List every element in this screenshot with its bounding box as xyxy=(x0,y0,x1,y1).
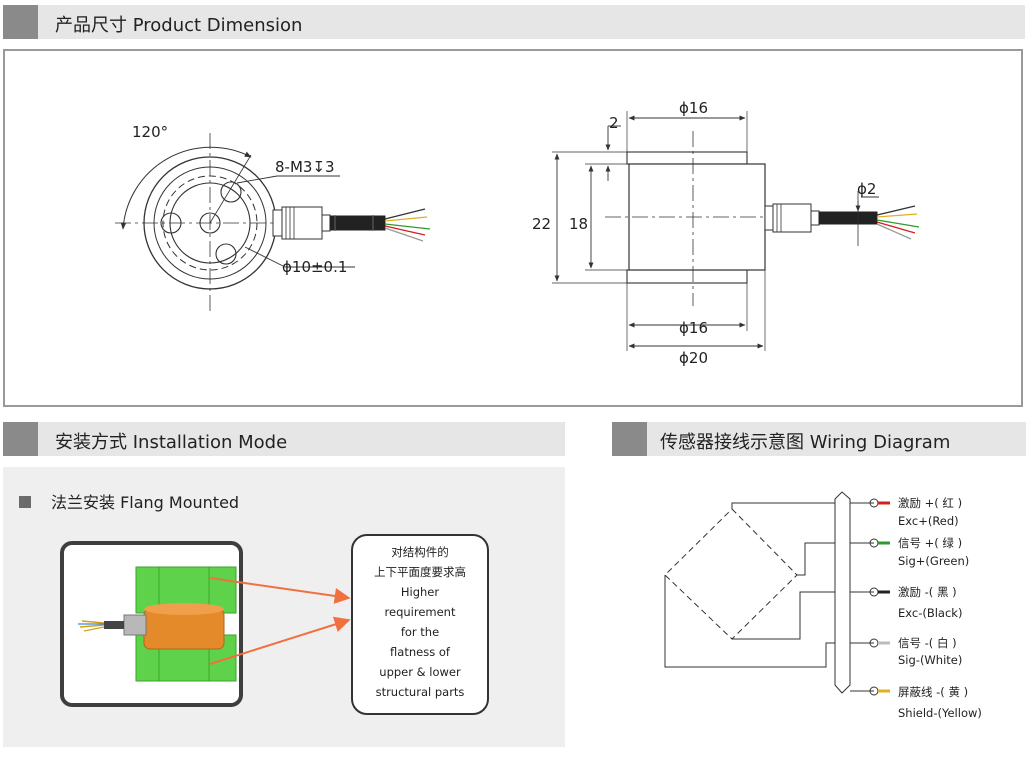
height-inner-label: 18 xyxy=(569,215,588,233)
cable-diameter-label: ϕ2 xyxy=(857,180,876,198)
side-view xyxy=(552,111,879,351)
height-total-label: 22 xyxy=(532,215,551,233)
note-line: structural parts xyxy=(375,685,465,699)
note-line: 上下平面度要求高 xyxy=(374,565,466,579)
header-marker xyxy=(612,422,647,456)
top-diameter-label: ϕ16 xyxy=(679,99,708,117)
gap-label: 2 xyxy=(609,114,619,132)
section-title: 产品尺寸 Product Dimension xyxy=(55,15,303,36)
section-title: 安装方式 Installation Mode xyxy=(55,432,288,453)
thread-label: 8-M3↧3 xyxy=(275,158,335,176)
outer-diameter-label: ϕ20 xyxy=(679,349,708,367)
header-marker xyxy=(3,422,38,456)
flatness-note: 对结构件的 上下平面度要求高 Higher requirement for th… xyxy=(351,534,489,715)
note-line: upper & lower xyxy=(379,665,461,679)
note-line: for the xyxy=(400,625,440,639)
section-title: 传感器接线示意图 Wiring Diagram xyxy=(660,432,951,453)
top-view xyxy=(115,133,386,313)
wire-tips xyxy=(878,501,890,693)
wire-label-en: Exc+(Red) xyxy=(898,514,959,528)
wire-label-cn: 信号 -( 白 ) xyxy=(898,636,957,650)
wire-label-en: Sig+(Green) xyxy=(898,554,969,568)
dimension-drawing-panel: 120° 8-M3↧3 ϕ10±0.1 xyxy=(3,49,1023,407)
wire-label-cn: 信号 +( 绿 ) xyxy=(898,536,962,550)
wire-label-cn: 激励 -( 黑 ) xyxy=(898,585,957,599)
section-header-installation: 安装方式 Installation Mode xyxy=(3,422,565,456)
bullet-square xyxy=(19,496,31,508)
mounting-photo xyxy=(60,541,243,707)
note-line: flatness of xyxy=(390,645,450,659)
angle-label: 120° xyxy=(132,123,168,141)
mounting-label: 法兰安装 Flang Mounted xyxy=(51,493,240,512)
note-line: Higher xyxy=(400,585,440,599)
section-header-dimension: 产品尺寸 Product Dimension xyxy=(3,5,1025,39)
wire-label-en: Sig-(White) xyxy=(898,653,962,667)
dimension-drawing: 120° 8-M3↧3 ϕ10±0.1 xyxy=(115,99,920,367)
section-header-wiring: 传感器接线示意图 Wiring Diagram xyxy=(612,422,1026,456)
note-line: 对结构件的 xyxy=(391,545,449,559)
mounting-subtitle: 法兰安装 Flang Mounted xyxy=(19,489,239,513)
wiring-diagram: 激励 +( 红 ) Exc+(Red) 信号 +( 绿 ) Sig+(Green… xyxy=(664,491,982,720)
wire-ends-left xyxy=(384,208,431,242)
wire-label-cn: 屏蔽线 -( 黄 ) xyxy=(898,685,968,699)
wire-label-en: Shield-(Yellow) xyxy=(898,706,982,720)
mounting-illustration xyxy=(78,566,237,682)
wire-label-cn: 激励 +( 红 ) xyxy=(898,496,962,510)
wiring-panel: 激励 +( 红 ) Exc+(Red) 信号 +( 绿 ) Sig+(Green… xyxy=(612,467,1026,747)
note-line: requirement xyxy=(384,605,456,619)
bolt-circle-label: ϕ10±0.1 xyxy=(282,258,347,276)
header-marker xyxy=(3,5,38,39)
wire-ends-right xyxy=(876,205,920,240)
wire-label-en: Exc-(Black) xyxy=(898,606,962,620)
bottom-diameter-label: ϕ16 xyxy=(679,319,708,337)
